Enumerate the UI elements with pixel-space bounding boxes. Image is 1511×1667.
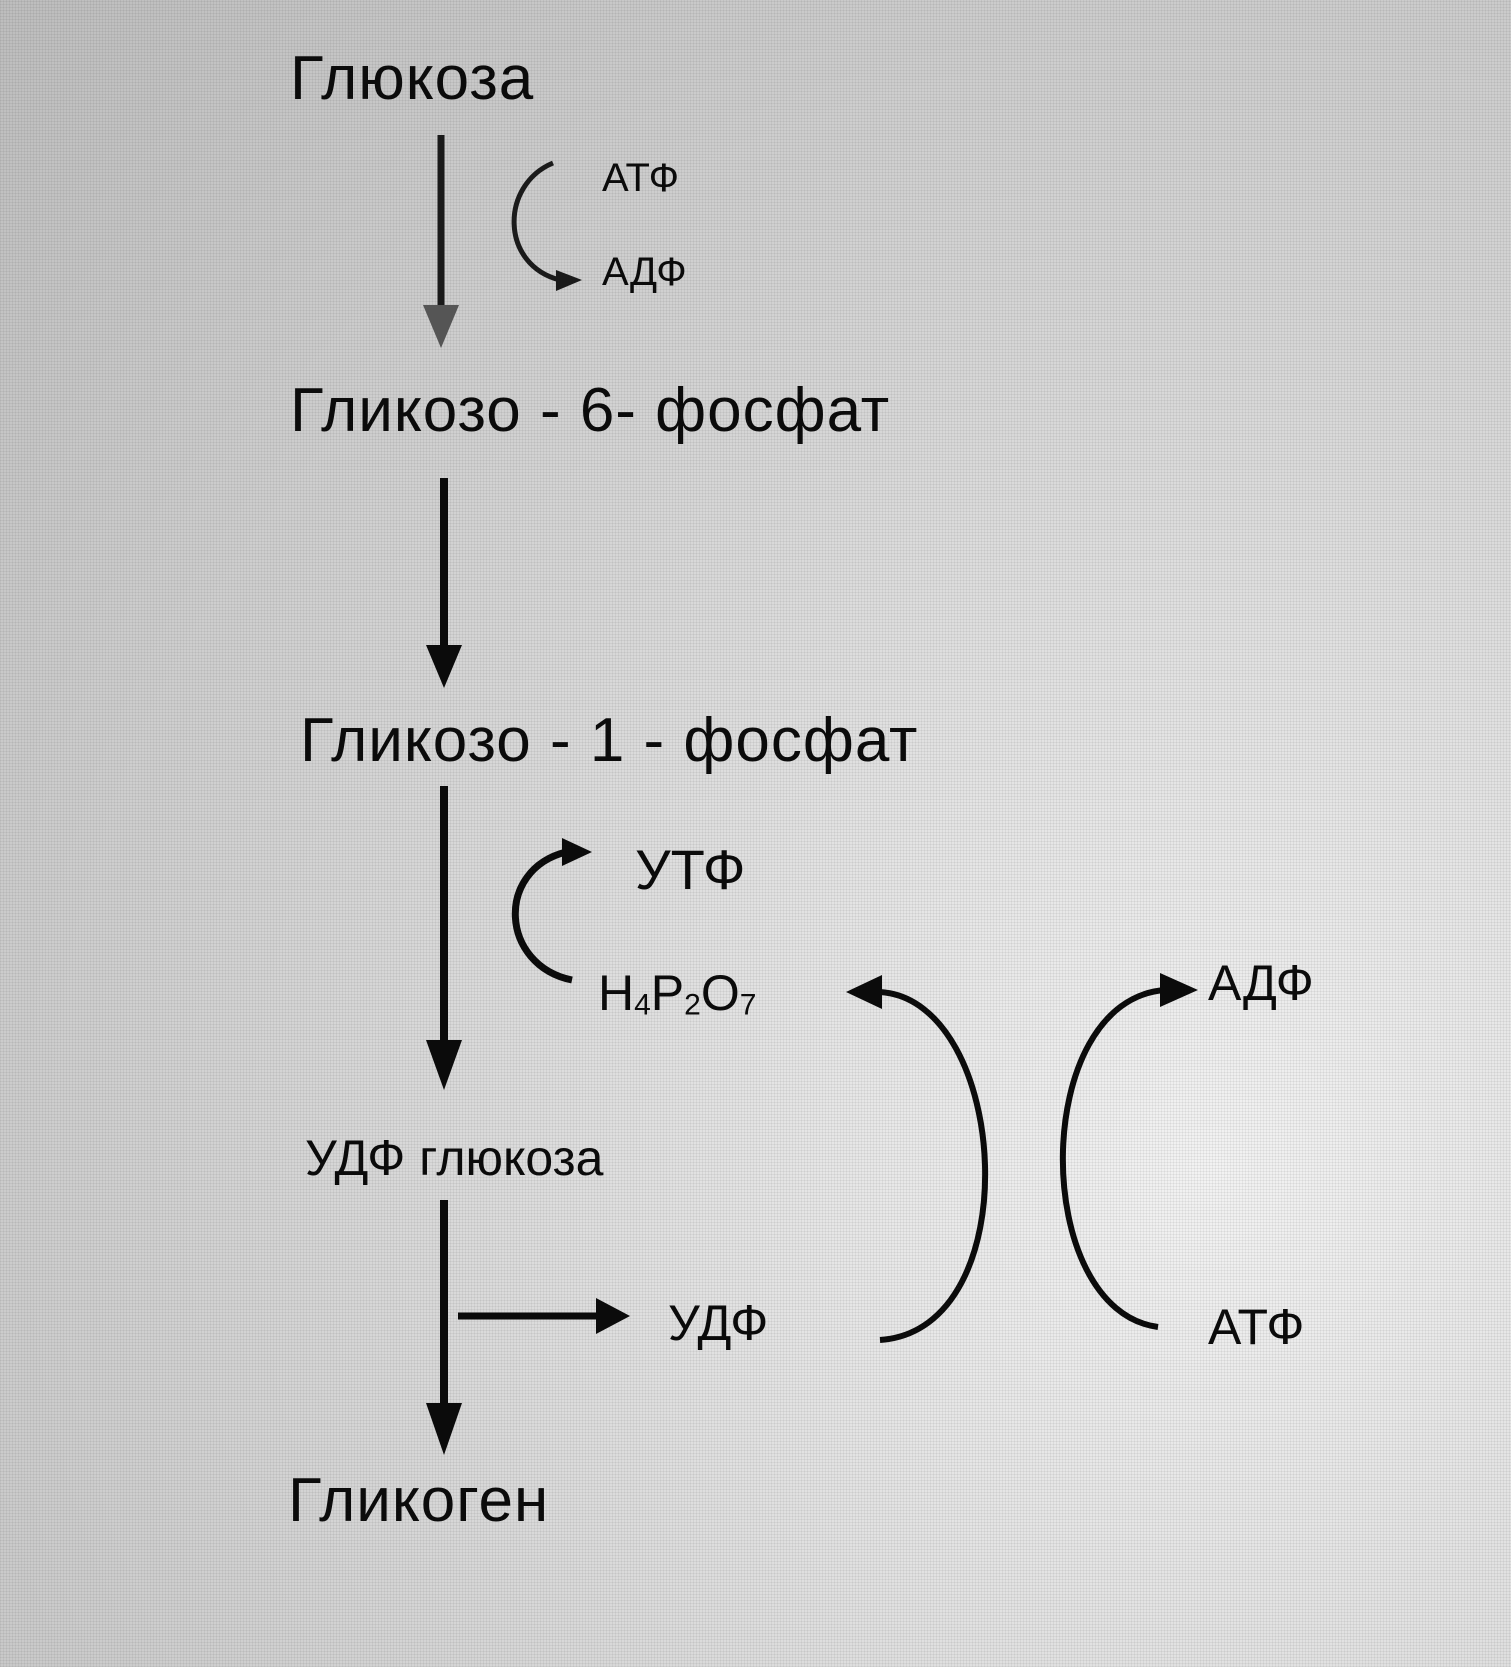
pyrophosphate-h: Н (598, 965, 635, 1021)
curve-atp-to-adp-regen (1059, 973, 1198, 1330)
glycogen-label: Гликоген (288, 1466, 550, 1535)
pyrophosphate-label: Н4Р2О7 (598, 968, 756, 1021)
atp-regen-label: АТФ (1208, 1299, 1305, 1355)
utp-label: УТФ (635, 838, 746, 901)
adp-step1-label: АДФ (602, 250, 687, 294)
adp-regen-label: АДФ (1208, 955, 1314, 1011)
arrow-udp-glucose-to-glycogen (426, 1200, 462, 1455)
arrow-to-udp (458, 1298, 630, 1334)
udp-label: УДФ (668, 1295, 769, 1351)
pyrophosphate-h-sub: 4 (634, 988, 651, 1022)
curve-atp-to-adp-step1 (511, 160, 582, 291)
curve-pyrophosphate-to-utp (511, 838, 592, 984)
pyrophosphate-p-sub: 2 (684, 988, 701, 1022)
atp-step1-label: АТФ (602, 156, 680, 200)
udp-glucose-label: УДФ глюкоза (305, 1130, 604, 1186)
curve-udp-to-pyrophosphate (846, 975, 989, 1343)
glucose-1-phosphate-label: Гликозо - 1 - фосфат (300, 706, 919, 775)
glucose-6-phosphate-label: Гликозо - 6- фосфат (290, 376, 891, 445)
arrow-g6p-to-g1p (426, 478, 462, 688)
arrow-g1p-to-udp-glucose (426, 786, 462, 1090)
pyrophosphate-o: О (700, 965, 740, 1021)
glucose-label: Глюкоза (290, 44, 535, 113)
arrow-glucose-to-g6p (423, 135, 459, 348)
pyrophosphate-p: Р (650, 965, 685, 1021)
pyrophosphate-o-sub: 7 (739, 988, 757, 1022)
